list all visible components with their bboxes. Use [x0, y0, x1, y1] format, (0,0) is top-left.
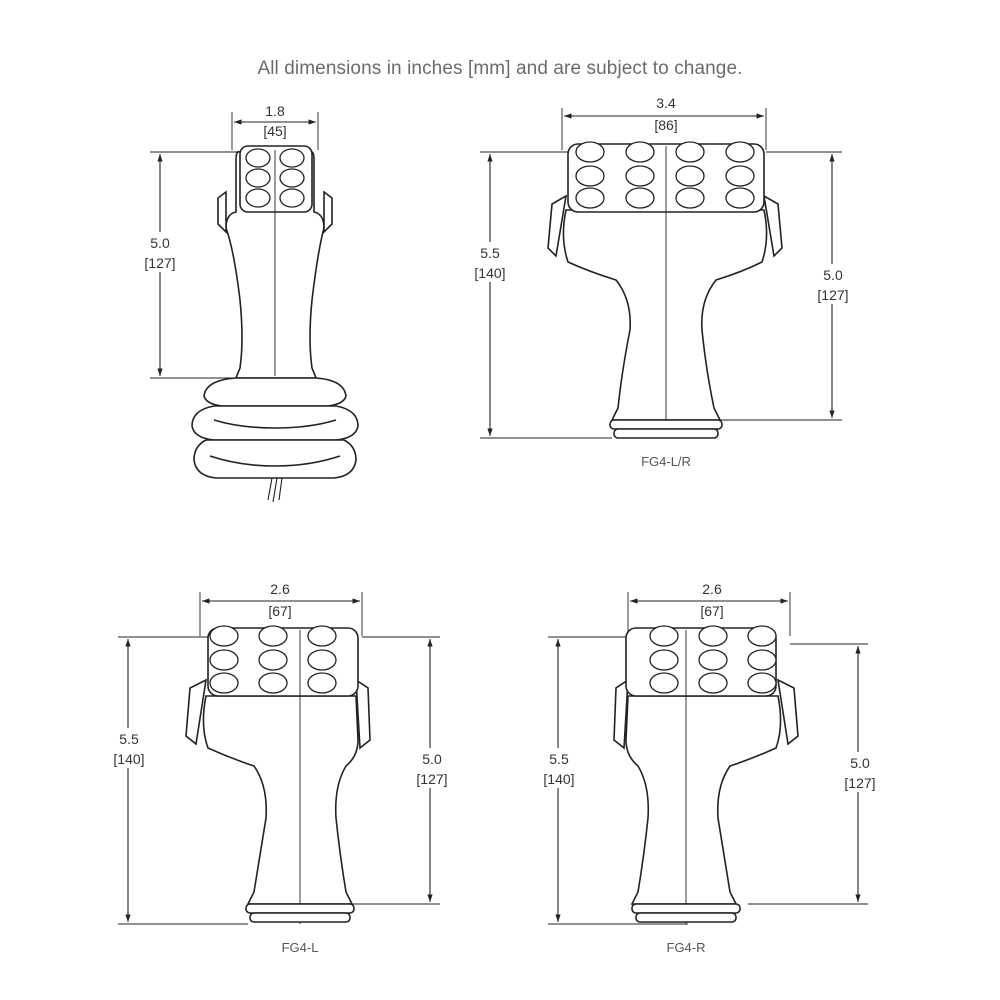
view-caption: FG4-L/R: [641, 454, 691, 469]
dimension-label-inches: 5.5: [480, 245, 500, 261]
view-fg4-right: 2.6 [67] 5.5 [140] 5.0 [127]: [538, 581, 880, 955]
grip-outline: [562, 209, 768, 421]
dimension-width-right: 2.6 [67]: [627, 581, 791, 636]
side-paddle-left: [185, 678, 208, 746]
side-paddle-left: [217, 190, 227, 234]
dimension-width-boot: 1.8 [45]: [231, 103, 319, 150]
push-button: [279, 148, 305, 168]
dimension-label-inches: 5.5: [119, 731, 139, 747]
grip-outline: [625, 695, 782, 905]
dimension-label-mm: [140]: [543, 771, 574, 787]
dimension-width-lr: 3.4 [86]: [561, 95, 767, 150]
grip-base: [631, 903, 741, 923]
dimension-label-mm: [127]: [144, 255, 175, 271]
dimension-label-inches: 5.0: [823, 267, 843, 283]
dimension-label-mm: [67]: [268, 603, 291, 619]
dimension-label-inches: 2.6: [702, 581, 722, 597]
side-paddle-right: [355, 678, 371, 750]
view-boot-joystick: 1.8 [45] 5.0 [127]: [142, 103, 359, 503]
dimension-label-inches: 3.4: [656, 95, 676, 111]
view-caption: FG4-R: [667, 940, 706, 955]
button-grid: [649, 625, 777, 694]
grip-outline: [202, 695, 359, 905]
dimension-label-inches: 5.0: [150, 235, 170, 251]
view-fg4-left: 2.6 [67] 5.5 [140] 5.0 [127]: [108, 581, 452, 955]
dimension-width-left: 2.6 [67]: [199, 581, 363, 636]
side-paddle-right: [323, 190, 333, 234]
dimension-height-overall-lr: 5.5 [140]: [470, 151, 612, 439]
dimension-height-overall-left: 5.5 [140]: [108, 636, 248, 925]
button-grid: [209, 625, 337, 694]
dimension-label-mm: [67]: [700, 603, 723, 619]
cable: [267, 477, 283, 503]
push-button: [279, 188, 305, 208]
dimension-height-grip-left: 5.0 [127]: [352, 636, 452, 905]
view-fg4-lr: 3.4 [86] 5.5 [140] 5.0 [127]: [470, 95, 854, 469]
view-caption: FG4-L: [282, 940, 319, 955]
side-paddle-right: [776, 678, 799, 746]
dimension-label-mm: [45]: [263, 123, 286, 139]
dimensions-note: All dimensions in inches [mm] and are su…: [257, 58, 743, 79]
dimension-label-mm: [127]: [817, 287, 848, 303]
side-paddle-right: [762, 194, 783, 258]
dimension-height-grip-right: 5.0 [127]: [748, 643, 880, 905]
dimension-label-inches: 1.8: [265, 103, 285, 119]
dimension-height-boot: 5.0 [127]: [142, 151, 244, 379]
push-button: [245, 148, 271, 168]
button-grid: [575, 141, 755, 209]
grip-base: [609, 419, 723, 439]
side-paddle-left: [613, 678, 629, 750]
dimension-label-mm: [140]: [113, 751, 144, 767]
push-button: [279, 168, 305, 188]
push-button: [245, 168, 271, 188]
side-paddle-left: [547, 194, 568, 258]
dimension-label-inches: 5.0: [850, 755, 870, 771]
dimension-label-inches: 5.5: [549, 751, 569, 767]
dimension-height-grip-lr: 5.0 [127]: [720, 151, 854, 421]
dimension-label-inches: 5.0: [422, 751, 442, 767]
dimension-label-inches: 2.6: [270, 581, 290, 597]
dimension-label-mm: [140]: [474, 265, 505, 281]
dimension-label-mm: [86]: [654, 117, 677, 133]
dimension-height-overall-right: 5.5 [140]: [538, 636, 688, 925]
grip-base: [245, 903, 355, 923]
dimension-label-mm: [127]: [844, 775, 875, 791]
dimension-label-mm: [127]: [416, 771, 447, 787]
push-button: [245, 188, 271, 208]
rubber-boot: [191, 377, 359, 479]
